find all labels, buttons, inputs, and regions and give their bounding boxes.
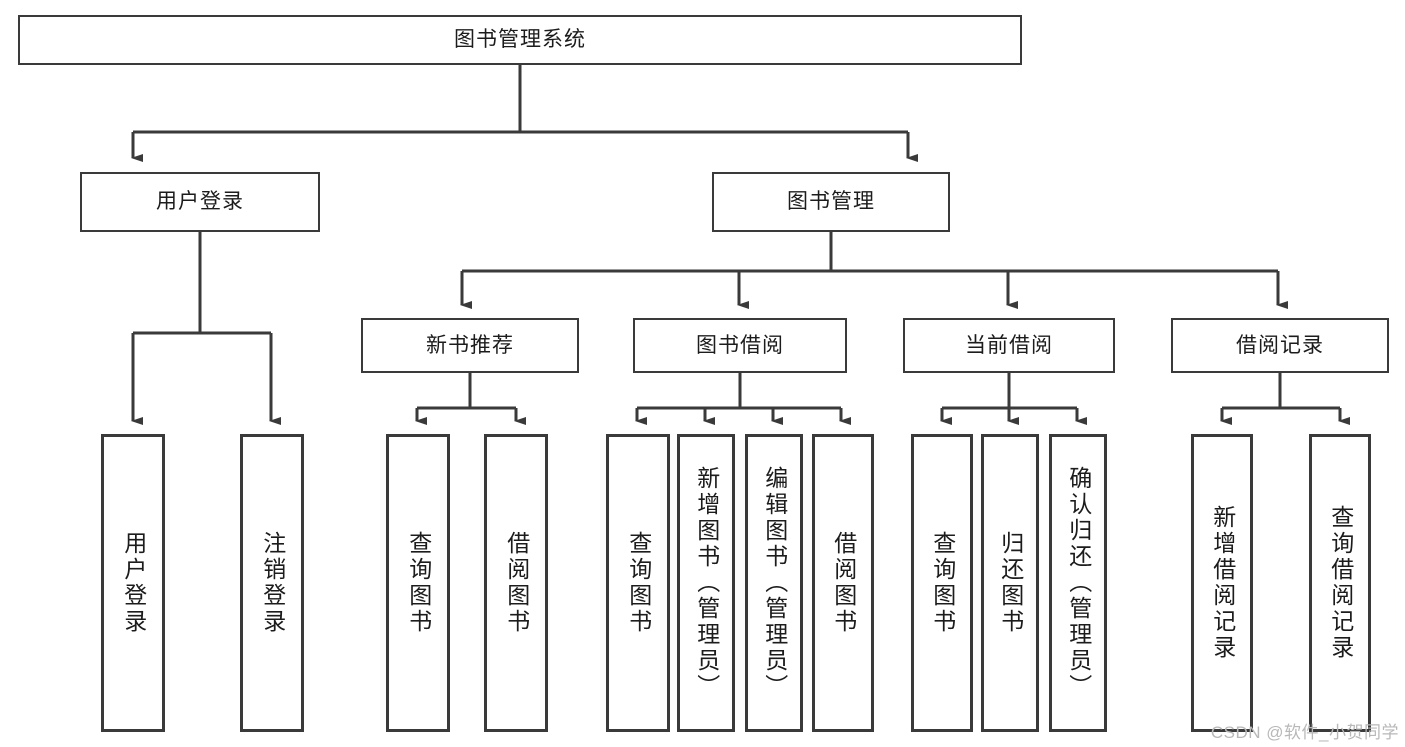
leaf-query-book-3-label: 查询图书: [929, 531, 956, 635]
leaf-edit-book-label: 编辑图书（管理员）: [761, 466, 788, 700]
leaf-edit-book[interactable]: 编辑图书（管理员）: [745, 434, 803, 732]
leaf-return-book[interactable]: 归还图书: [981, 434, 1039, 732]
node-current-borrow-label: 当前借阅: [965, 333, 1053, 357]
node-borrow-record[interactable]: 借阅记录: [1171, 318, 1389, 373]
leaf-add-record-label: 新增借阅记录: [1209, 505, 1236, 661]
leaf-borrow-book-1-label: 借阅图书: [503, 531, 530, 635]
leaf-query-book-2-label: 查询图书: [625, 531, 652, 635]
node-book-borrow[interactable]: 图书借阅: [633, 318, 847, 373]
node-book-manage[interactable]: 图书管理: [712, 172, 950, 232]
leaf-query-record[interactable]: 查询借阅记录: [1309, 434, 1371, 732]
leaf-user-logout[interactable]: 注销登录: [240, 434, 304, 732]
node-root-label: 图书管理系统: [454, 28, 586, 52]
leaf-borrow-book-1[interactable]: 借阅图书: [484, 434, 548, 732]
leaf-add-record[interactable]: 新增借阅记录: [1191, 434, 1253, 732]
leaf-query-book-1[interactable]: 查询图书: [386, 434, 450, 732]
node-new-book-recommend[interactable]: 新书推荐: [361, 318, 579, 373]
leaf-query-book-1-label: 查询图书: [405, 531, 432, 635]
node-root[interactable]: 图书管理系统: [18, 15, 1022, 65]
leaf-borrow-book-2-label: 借阅图书: [830, 531, 857, 635]
leaf-query-book-2[interactable]: 查询图书: [606, 434, 670, 732]
node-user-login[interactable]: 用户登录: [80, 172, 320, 232]
node-current-borrow[interactable]: 当前借阅: [903, 318, 1115, 373]
leaf-add-book[interactable]: 新增图书（管理员）: [677, 434, 735, 732]
node-borrow-record-label: 借阅记录: [1236, 333, 1324, 357]
leaf-user-login[interactable]: 用户登录: [101, 434, 165, 732]
leaf-add-book-label: 新增图书（管理员）: [693, 466, 720, 700]
leaf-borrow-book-2[interactable]: 借阅图书: [812, 434, 874, 732]
leaf-query-record-label: 查询借阅记录: [1327, 505, 1354, 661]
leaf-query-book-3[interactable]: 查询图书: [911, 434, 973, 732]
leaf-user-login-label: 用户登录: [120, 531, 147, 635]
node-book-manage-label: 图书管理: [787, 190, 875, 214]
node-new-book-recommend-label: 新书推荐: [426, 333, 514, 357]
leaf-confirm-return[interactable]: 确认归还（管理员）: [1049, 434, 1107, 732]
leaf-user-logout-label: 注销登录: [259, 531, 286, 635]
node-book-borrow-label: 图书借阅: [696, 333, 784, 357]
leaf-return-book-label: 归还图书: [997, 531, 1024, 635]
leaf-confirm-return-label: 确认归还（管理员）: [1065, 466, 1092, 700]
node-user-login-label: 用户登录: [156, 190, 244, 214]
